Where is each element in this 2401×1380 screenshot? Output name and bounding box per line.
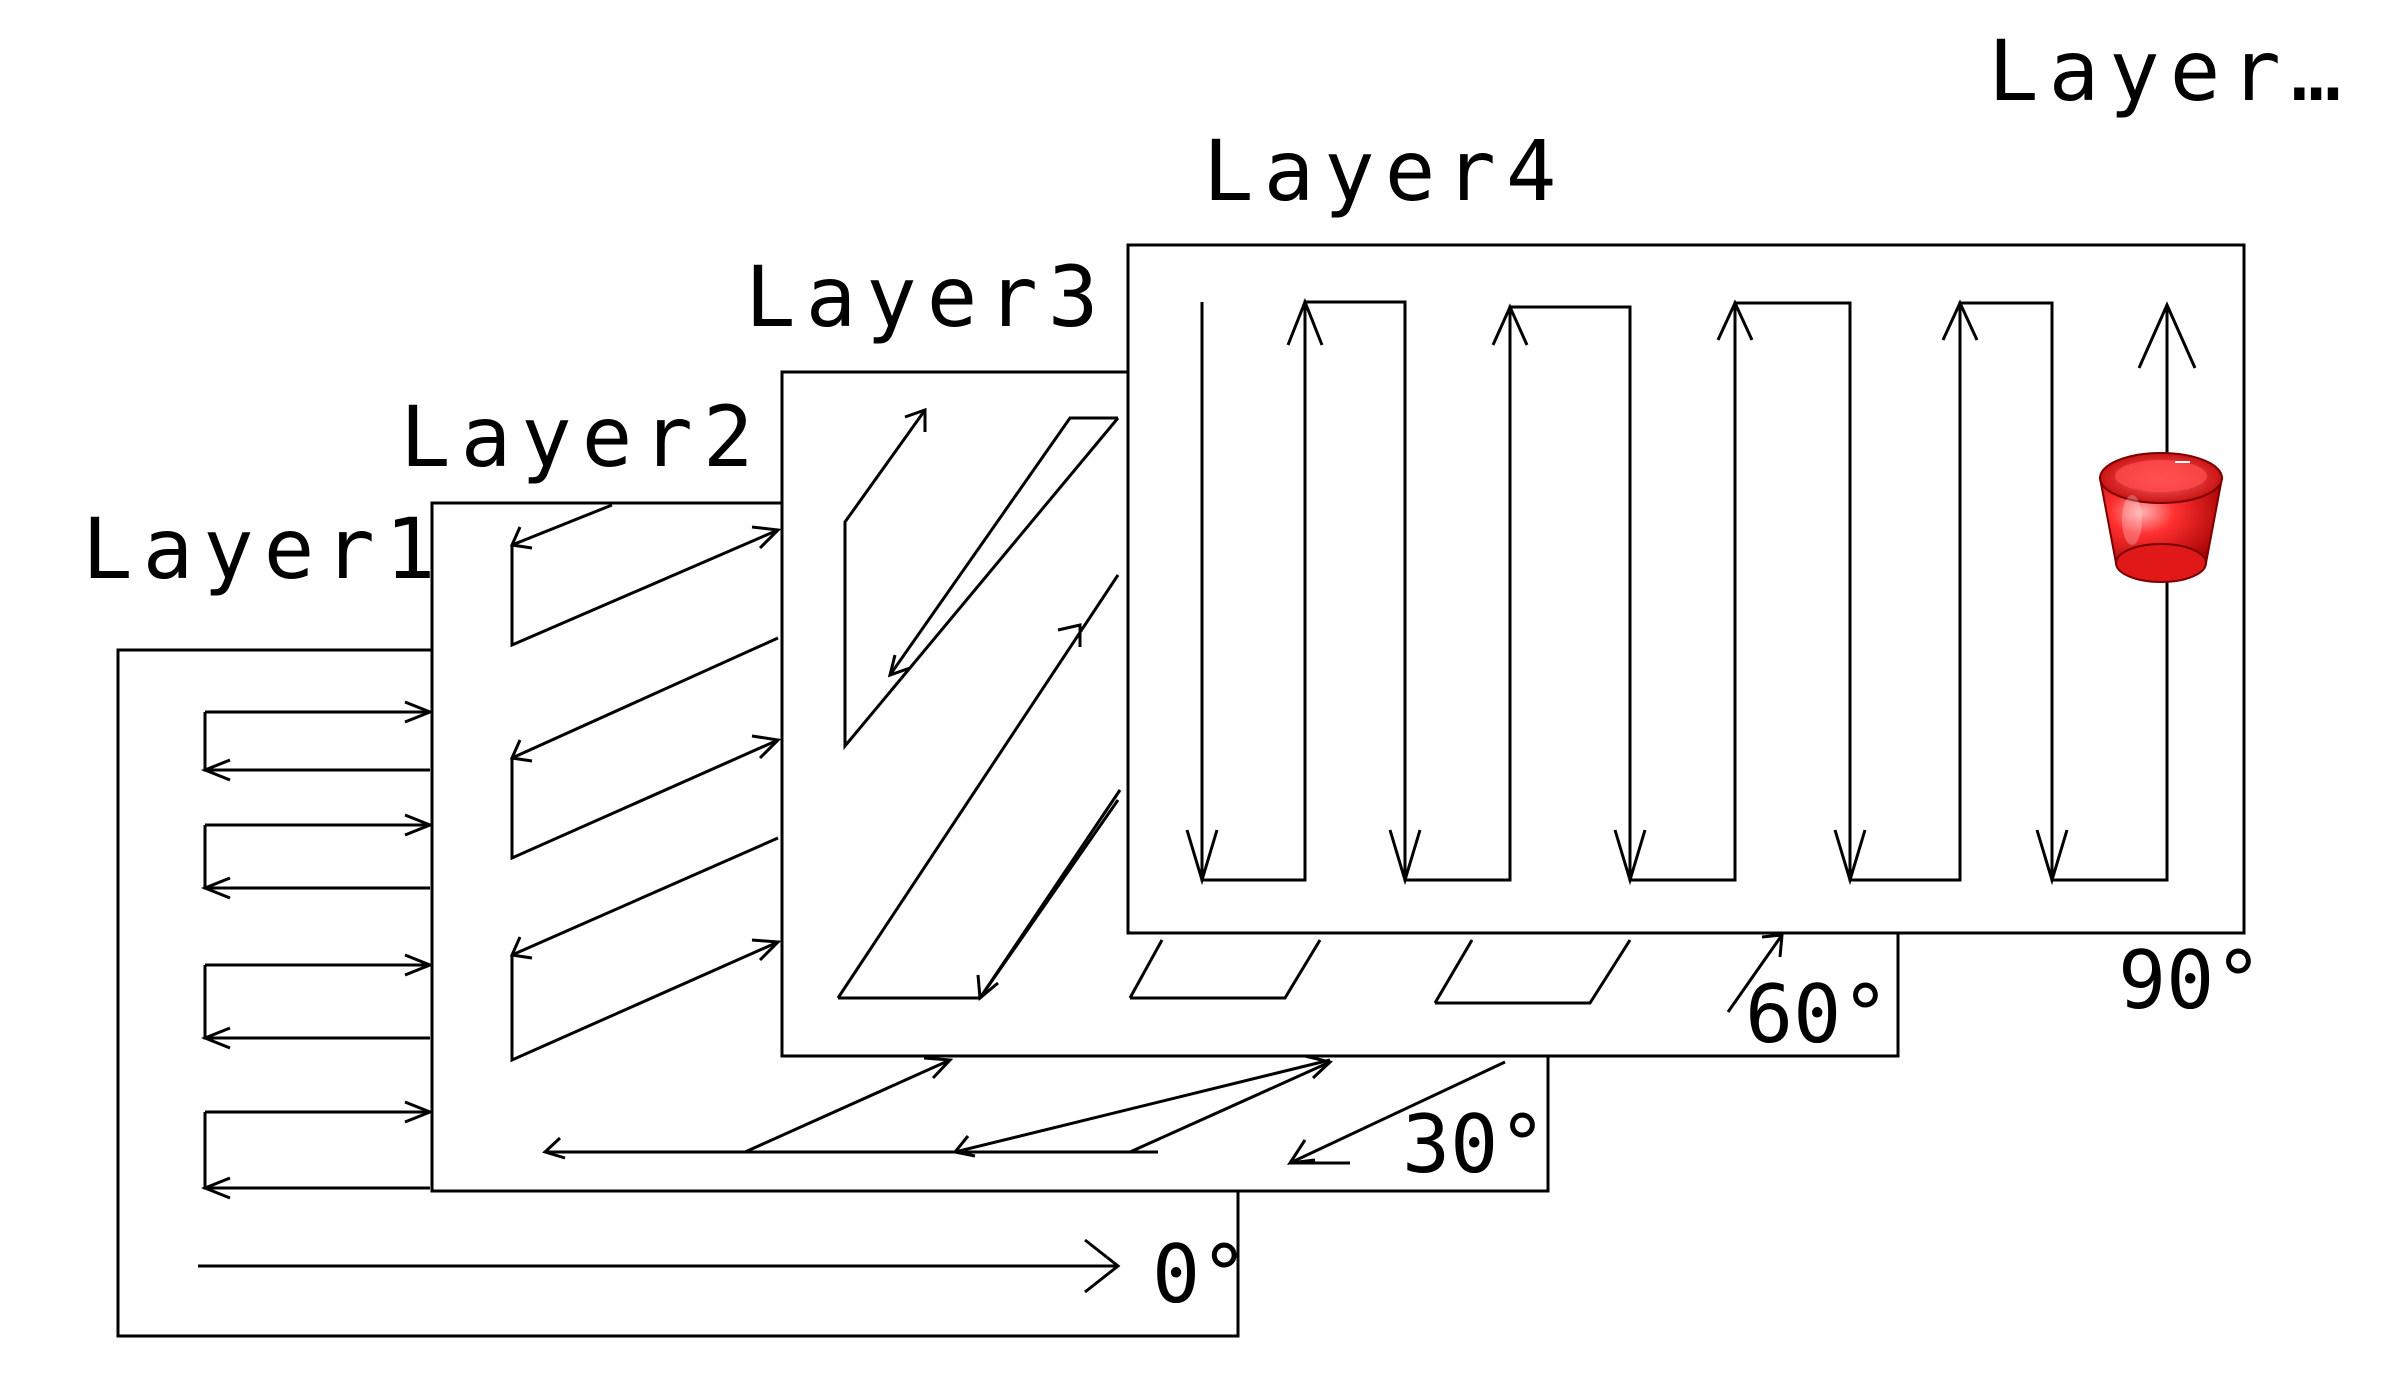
layer-2-label: Layer2 (400, 388, 763, 486)
layer-1-label: Layer1 (82, 500, 445, 598)
layer-2-toolpath (509, 503, 1506, 1165)
layer-2-angle: 30° (1402, 1098, 1547, 1191)
layer-3-angle: 60° (1745, 968, 1890, 1061)
extruder-nozzle-icon (2098, 452, 2224, 583)
layer-4-angle: 90° (2118, 934, 2263, 1027)
more-layers-label: Layer… (1988, 22, 2351, 120)
layer-4-group: 90° Layer4 (1126, 122, 2263, 1027)
layer-4-toolpath (1185, 297, 2197, 886)
layer-1-toolpath (198, 700, 1121, 1294)
layer-1-angle: 0° (1152, 1228, 1248, 1321)
layer-4-label: Layer4 (1203, 122, 1566, 220)
layer-3-label: Layer3 (745, 248, 1108, 346)
layer-4-panel (1126, 243, 2246, 935)
layer-3-toolpath (836, 407, 1784, 1013)
